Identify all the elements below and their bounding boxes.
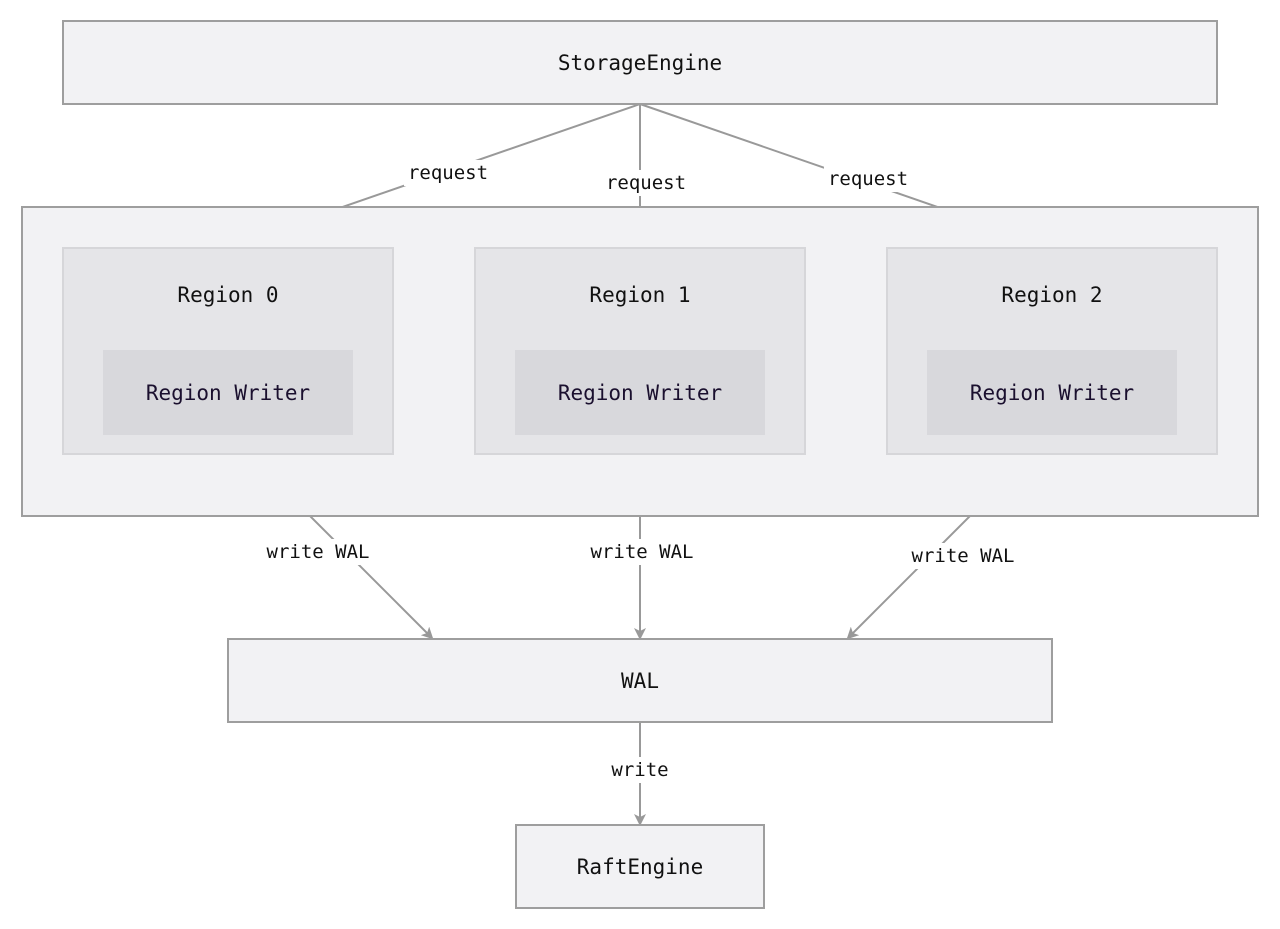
region-1-writer: Region Writer [515,350,765,435]
region-0-writer: Region Writer [103,350,353,435]
region-1-title: Region 1 [589,283,691,307]
region-2-writer-label: Region Writer [969,380,1135,405]
storage-engine-node: StorageEngine [62,20,1218,105]
region-2-title: Region 2 [1001,283,1103,307]
region-0-writer-label: Region Writer [145,380,311,405]
storage-engine-label: StorageEngine [557,50,723,75]
wal-label: WAL [621,668,659,693]
edge-label-write-wal-2: write WAL [907,543,1019,569]
wal-node: WAL [227,638,1053,723]
region-1-writer-label: Region Writer [557,380,723,405]
edge-label-request-1: request [601,170,691,196]
raft-engine-label: RaftEngine [576,854,704,879]
edge-label-write-wal-1: write WAL [586,539,698,565]
raft-engine-node: RaftEngine [515,824,765,909]
edge-label-request-0: request [403,160,493,186]
edge-label-request-2: request [823,166,913,192]
edge-label-write-wal-0: write WAL [262,539,374,565]
region-0-title: Region 0 [177,283,279,307]
region-2-writer: Region Writer [927,350,1177,435]
edge-label-write: write [607,757,673,783]
